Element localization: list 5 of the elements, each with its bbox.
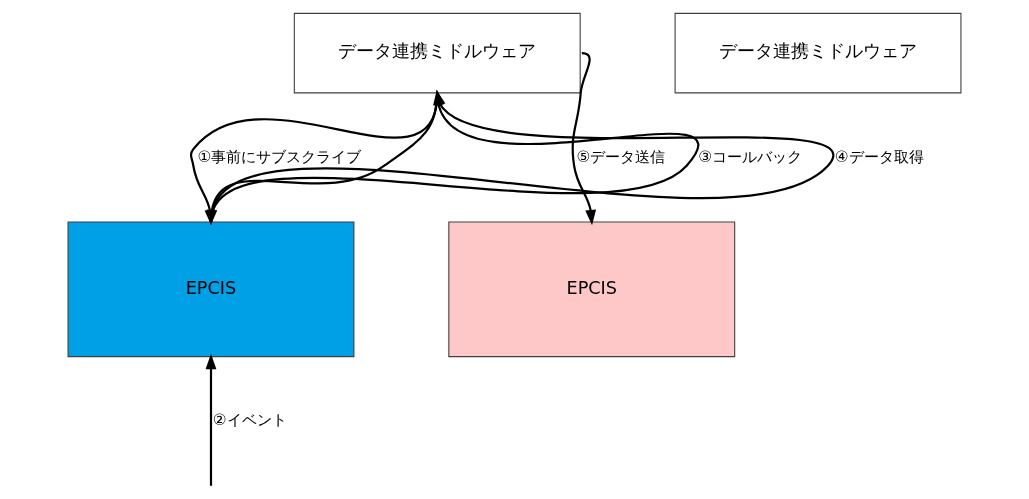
edge-label: ①事前にサブスクライブ	[197, 147, 362, 166]
edge-label: ⑤データ送信	[576, 147, 666, 166]
edge-label: ③コールバック	[698, 147, 803, 166]
edge-label: ②イベント	[212, 410, 287, 429]
edge-label: ④データ取得	[834, 147, 924, 166]
